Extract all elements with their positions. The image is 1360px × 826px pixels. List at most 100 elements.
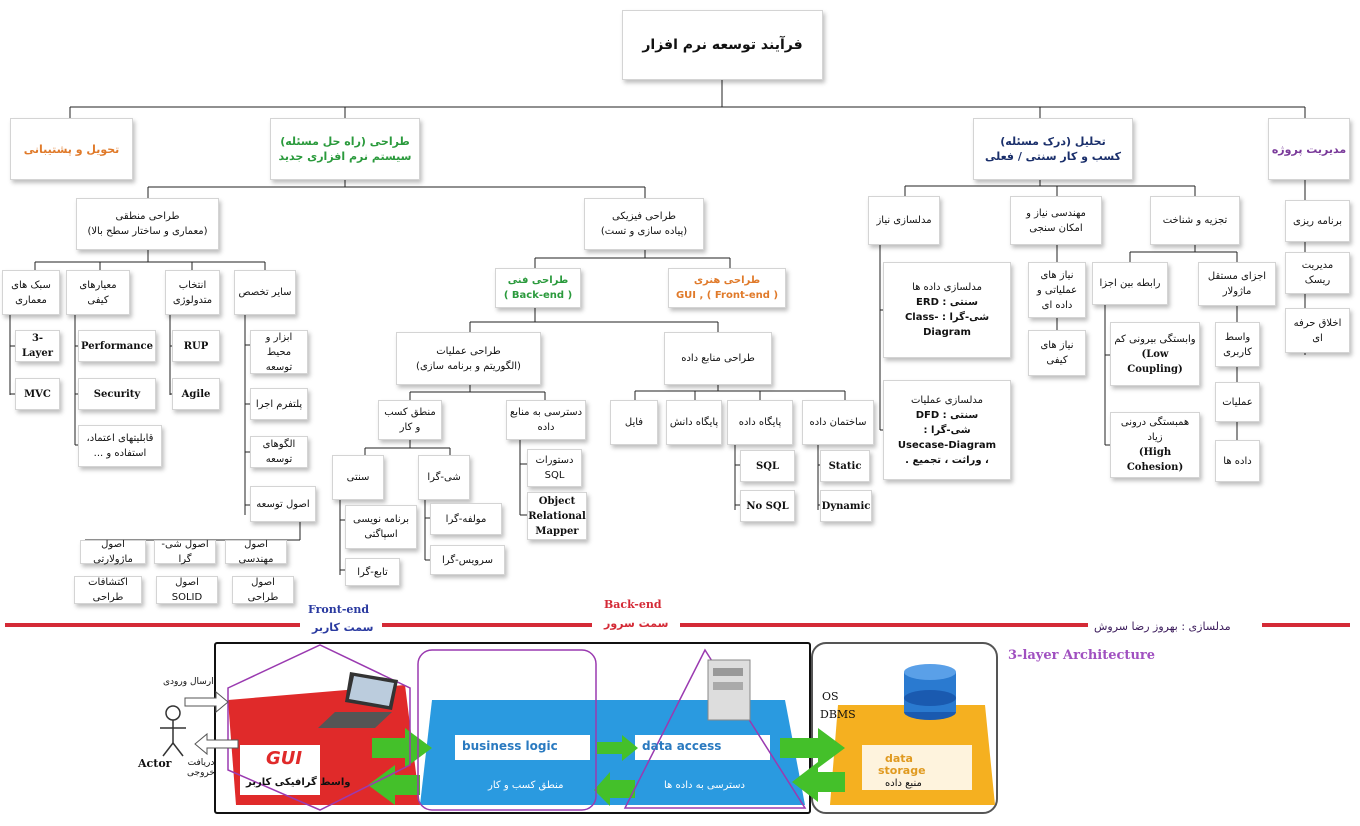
frontend-design-box: طراحی هنری ( Front-end ) , GUI	[668, 268, 786, 308]
principle-label: اصول طراحی	[247, 577, 279, 603]
quality-extra: قابلیتهای اعتماد، استفاده و ...	[78, 425, 162, 467]
physical-title: طراحی فیزیکی	[612, 211, 676, 222]
method-item: RUP	[172, 330, 220, 362]
res-item: پایگاه دانش	[666, 400, 722, 445]
principle-label: اصول شی-گرا	[161, 539, 209, 565]
oo-box: شی-گرا	[418, 455, 470, 500]
data-model-box: مدلسازی داده ها سنتی : ERD شی-گرا : Clas…	[883, 262, 1011, 358]
data-model-title: مدلسازی داده ها	[912, 282, 982, 293]
principle-item: اصول ماژولارتی	[80, 539, 146, 565]
other-item-label: اصول توسعه	[256, 498, 310, 510]
delivery-box: تحویل و پشتیبانی	[10, 118, 133, 180]
principle-item: اصول طراحی	[232, 576, 294, 604]
quality-extra-label: قابلیتهای اعتماد، استفاده و ...	[86, 433, 154, 459]
methodology-box: انتخاب متدولوژی	[165, 270, 220, 315]
logical-box: طراحی منطقی (معماری و ساختار سطح بالا)	[76, 198, 219, 250]
op-model-box: مدلسازی عملیات سنتی : DFD شی-گرا : Useca…	[883, 380, 1011, 480]
root-title: فرآیند توسعه نرم افزار	[642, 36, 803, 53]
logical-title: طراحی منطقی	[115, 211, 180, 222]
res-item: فایل	[610, 400, 658, 445]
oo-label: شی-گرا	[427, 472, 461, 483]
principle-item: اصول مهندسی	[225, 539, 287, 565]
oo-item: سرویس-گرا	[430, 545, 505, 575]
req-model-label: مدلسازی نیاز	[876, 215, 932, 226]
other-item: الگوهای توسعه	[250, 436, 308, 468]
res-design-box: طراحی منابع داده	[664, 332, 772, 385]
principle-item: اصول شی-گرا	[154, 539, 216, 565]
receive-output-label-1: دریافت خروجی	[187, 758, 215, 778]
analysis-line1: تحلیل (درک مسئله)	[1000, 135, 1106, 148]
decomp-box: تجزیه و شناخت	[1150, 196, 1240, 245]
dbms-label: DBMS	[820, 708, 856, 721]
red-divider	[1262, 623, 1350, 627]
biz-label: business logic	[462, 739, 558, 753]
req-eng-box: مهندسی نیاز و امکان سنجی	[1010, 196, 1102, 245]
struct-item: Dynamic	[820, 490, 872, 522]
storage-fa-label: منبع داده	[885, 778, 922, 789]
red-divider	[680, 623, 1088, 627]
req-eng-label: مهندسی نیاز و امکان سنجی	[1026, 207, 1086, 234]
other-item: ابزار و محیط توسعه	[250, 330, 308, 374]
analysis-box: تحلیل (درک مسئله) کسب و کار سنتی / فعلی	[973, 118, 1133, 180]
res-item-label: ساختمان داده	[809, 417, 867, 428]
quality-item-label: Performance	[81, 340, 153, 352]
quality-item: Performance	[78, 330, 156, 362]
method-item-label: Agile	[181, 388, 211, 400]
coupling-en: (Low Coupling)	[1127, 348, 1183, 375]
backend-sub: ( Back-end )	[503, 290, 573, 301]
module-item-label: واسط کاربری	[1223, 331, 1252, 358]
red-divider	[5, 623, 300, 627]
db-item-label: No SQL	[746, 500, 789, 512]
frontend-title: طراحی هنری	[693, 275, 761, 286]
principle-label: اصول ماژولارتی	[93, 539, 133, 565]
arch-title-label: 3-layer Architecture	[1008, 648, 1156, 663]
frontend-sub: ( Front-end ) , GUI	[675, 290, 779, 301]
da-label: data access	[642, 739, 722, 753]
access-box: دسترسی به منابع داده	[506, 400, 586, 440]
res-title: طراحی منابع داده	[681, 353, 755, 364]
design-line1: طراحی (راه حل مسئله)	[280, 135, 410, 148]
data-model-line: شی-گرا : Class-Diagram	[904, 312, 990, 338]
other-item-label: پلتفرم اجرا	[255, 398, 303, 410]
trad-item-label: برنامه نویسی اسپاگتی	[352, 514, 409, 540]
principle-label: اکتشافات طراحی	[88, 577, 128, 603]
db-item-label: SQL	[756, 460, 779, 472]
quality-box: معیارهای کیفی	[66, 270, 130, 315]
logic-box: منطق کسب و کار	[378, 400, 442, 440]
principle-label: اصول SOLID	[171, 577, 203, 603]
other-item: پلتفرم اجرا	[250, 388, 308, 420]
access-item-label: دستورات SQL	[535, 455, 574, 481]
quality-label: معیارهای کیفی	[79, 279, 117, 306]
design-box: طراحی (راه حل مسئله) سیستم نرم افزاری جد…	[270, 118, 420, 180]
op-model-line: Usecase-Diagram	[897, 439, 997, 451]
logical-sub: (معماری و ساختار سطح بالا)	[87, 226, 208, 237]
req-qual-box: نیاز های کیفی	[1028, 330, 1086, 376]
op-model-line: سنتی : DFD	[915, 409, 979, 421]
method-item-label: RUP	[183, 340, 209, 352]
root-box: فرآیند توسعه نرم افزار	[622, 10, 823, 80]
access-item-label: Object Relational Mapper	[528, 495, 586, 537]
ops-design-box: طراحی عملیات (الگوریتم و برنامه سازی)	[396, 332, 541, 385]
struct-item: Static	[820, 450, 870, 482]
os-label: OS	[822, 690, 839, 703]
pm-item: مدیریت ریسک	[1285, 252, 1350, 294]
op-model-line: ، وراثت ، تجمیع .	[905, 454, 989, 466]
pm-item-label: اخلاق حرفه ای	[1293, 317, 1342, 344]
decomp-label: تجزیه و شناخت	[1162, 215, 1228, 226]
actor-label: Actor	[138, 757, 172, 770]
quality-item: Security	[78, 378, 156, 410]
arch-item: MVC	[15, 378, 60, 410]
ops-sub: (الگوریتم و برنامه سازی)	[416, 360, 521, 372]
oo-item-label: سرویس-گرا	[442, 554, 493, 566]
frontend-fa-label: سمت کاربر	[312, 621, 374, 634]
other-item: اصول توسعه	[250, 486, 316, 522]
module-item: داده ها	[1215, 440, 1260, 482]
gui-label: GUI	[266, 748, 303, 769]
pm-label: مدیریت پروژه	[1271, 142, 1347, 156]
access-label: دسترسی به منابع داده	[509, 407, 583, 433]
op-model-line: شی-گرا :	[923, 424, 971, 436]
da-fa-label: دسترسی به داده ها	[664, 780, 746, 791]
ops-title: طراحی عملیات	[436, 345, 501, 357]
req-model-box: مدلسازی نیاز	[868, 196, 940, 245]
arch-styles-box: سبک های معماری	[2, 270, 60, 315]
